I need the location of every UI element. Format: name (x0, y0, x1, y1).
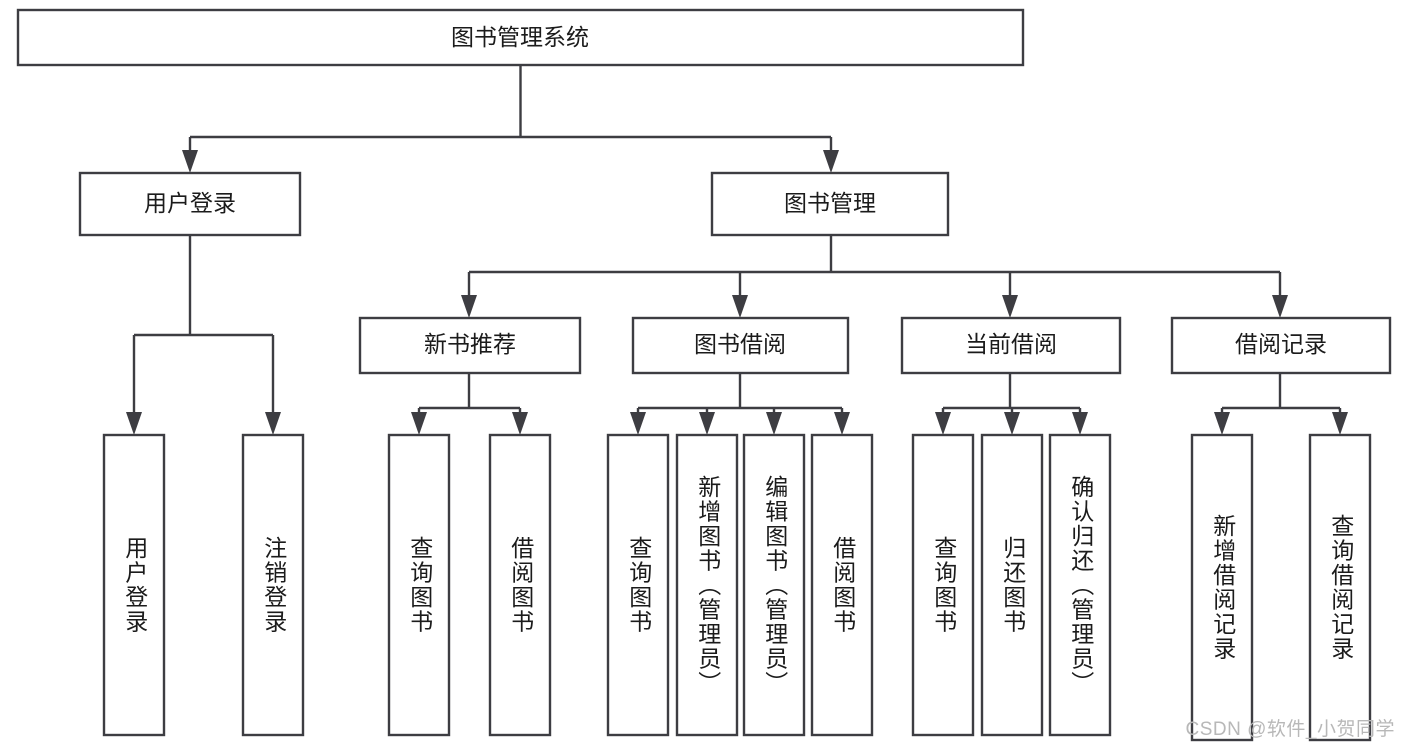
arrowhead-br-leaf2 (1332, 412, 1348, 435)
node-book-borrow[interactable]: 图书借阅 (631, 316, 850, 375)
connectors-root-to-level1 (182, 65, 839, 173)
node-user-login-label: 用户登录 (144, 190, 236, 216)
node-current-borrow-label: 当前借阅 (965, 331, 1057, 357)
csdn-watermark: CSDN @软件_小贺同学 (1185, 719, 1395, 740)
leaf-box-bb-query-book[interactable] (606, 433, 670, 737)
node-borrow-record[interactable]: 借阅记录 (1170, 316, 1392, 375)
node-book-borrow-box[interactable] (631, 316, 850, 375)
node-borrow-record-label: 借阅记录 (1235, 331, 1327, 357)
leaf-box-bb-edit-book[interactable] (742, 433, 806, 737)
arrowhead-nb-leaf1 (411, 412, 427, 435)
node-book-manage-box[interactable] (710, 171, 950, 237)
node-root[interactable]: 图书管理系统 (16, 8, 1025, 67)
node-book-manage-label: 图书管理 (784, 190, 876, 216)
leaf-box-bb-add-book[interactable] (675, 433, 739, 737)
node-root-label: 图书管理系统 (451, 24, 589, 50)
arrowhead-bb-leaf2 (699, 412, 715, 435)
node-new-book-recommend-box[interactable] (358, 316, 582, 375)
leaf-boxes (102, 433, 1372, 742)
arrowhead-cb-leaf2 (1004, 412, 1020, 435)
node-book-manage[interactable]: 图书管理 (710, 171, 950, 237)
connectors-user-login-to-leaves (126, 235, 281, 435)
arrowhead-leaf-logout (265, 412, 281, 435)
connectors-book-manage-to-level2 (461, 235, 1288, 318)
node-current-borrow[interactable]: 当前借阅 (900, 316, 1122, 375)
leaf-box-bb-borrow-book[interactable] (810, 433, 874, 737)
connectors-current-borrow-to-leaves (935, 373, 1088, 435)
arrowhead-bb-leaf1 (630, 412, 646, 435)
leaf-box-logout[interactable] (241, 433, 305, 737)
node-user-login[interactable]: 用户登录 (78, 171, 302, 237)
node-new-book-recommend[interactable]: 新书推荐 (358, 316, 582, 375)
arrowhead-bb-leaf3 (766, 412, 782, 435)
arrowhead-book-borrow (732, 295, 748, 318)
leaf-box-br-query-record[interactable] (1308, 433, 1372, 742)
arrowhead-cb-leaf1 (935, 412, 951, 435)
node-borrow-record-box[interactable] (1170, 316, 1392, 375)
leaf-box-cb-query-book[interactable] (911, 433, 975, 737)
connectors-borrow-record-to-leaves (1214, 373, 1348, 435)
arrowhead-cb-leaf3 (1072, 412, 1088, 435)
arrowhead-bb-leaf4 (834, 412, 850, 435)
node-user-login-box[interactable] (78, 171, 302, 237)
arrowhead-nb-leaf2 (512, 412, 528, 435)
arrowhead-br-leaf1 (1214, 412, 1230, 435)
arrowhead-book-manage (823, 150, 839, 173)
leaf-box-cb-confirm-return[interactable] (1048, 433, 1112, 737)
connectors-book-borrow-to-leaves (630, 373, 850, 435)
leaf-box-br-add-record[interactable] (1190, 433, 1254, 742)
leaf-box-user-login[interactable] (102, 433, 166, 737)
arrowhead-new-book (461, 295, 477, 318)
node-new-book-recommend-label: 新书推荐 (424, 331, 516, 357)
arrowhead-current-borrow (1002, 295, 1018, 318)
node-book-borrow-label: 图书借阅 (694, 331, 786, 357)
leaf-box-nb-query-book[interactable] (387, 433, 451, 737)
connectors-new-book-to-leaves (411, 373, 528, 435)
arrowhead-user-login (182, 150, 198, 173)
node-root-box[interactable] (16, 8, 1025, 67)
node-current-borrow-box[interactable] (900, 316, 1122, 375)
arrowhead-leaf-user-login (126, 412, 142, 435)
leaf-box-nb-borrow-book[interactable] (488, 433, 552, 737)
leaf-box-cb-return-book[interactable] (980, 433, 1044, 737)
arrowhead-borrow-record (1272, 295, 1288, 318)
